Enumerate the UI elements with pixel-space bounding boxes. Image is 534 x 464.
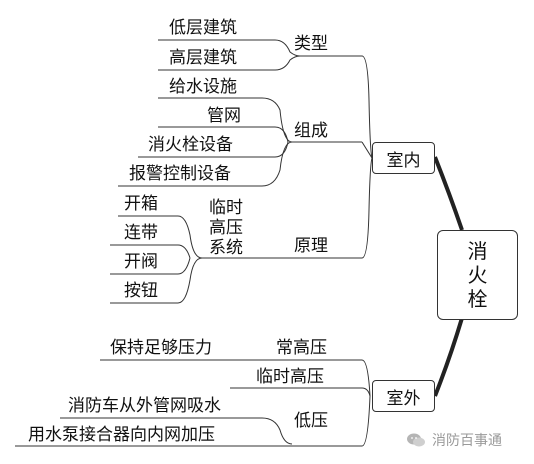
type-item-low-rise: 低层建筑: [169, 18, 237, 38]
type-item-high-rise: 高层建筑: [169, 48, 237, 68]
low-item-fire-truck: 消防车从外管网吸水: [68, 396, 221, 416]
low-pressure-label: 低压: [294, 411, 328, 431]
principle-label: 原理: [294, 236, 328, 256]
composition-item-water-supply: 给水设施: [169, 77, 237, 97]
root-label: 消火栓: [468, 239, 488, 311]
type-label: 类型: [294, 34, 328, 54]
temporary-high-label: 临时高压: [256, 367, 324, 387]
low-item-pump-adapter: 用水泵接合器向内网加压: [28, 425, 215, 445]
composition-item-hydrant-equipment: 消火栓设备: [148, 135, 233, 155]
constant-high-item: 保持足够压力: [110, 338, 212, 358]
principle-item-connect: 连带: [124, 223, 158, 243]
outdoor-node: 室外: [372, 380, 435, 412]
root-label-char: 消: [467, 239, 488, 263]
principle-sublabel-line2: 高压: [209, 218, 243, 238]
principle-item-open-valve: 开阀: [124, 252, 158, 272]
indoor-label: 室内: [386, 150, 421, 171]
composition-item-alarm-control: 报警控制设备: [129, 164, 231, 184]
root-label-char: 火: [467, 263, 488, 287]
wechat-icon: [406, 432, 426, 448]
indoor-node: 室内: [372, 142, 435, 174]
principle-sublabel-line3: 系统: [209, 238, 243, 258]
watermark: 消防百事通: [406, 430, 502, 450]
watermark-text: 消防百事通: [432, 433, 502, 449]
composition-item-pipe-network: 管网: [207, 106, 241, 126]
root-label-char: 栓: [467, 287, 488, 311]
principle-item-open-box: 开箱: [124, 194, 158, 214]
root-node: 消火栓: [437, 230, 518, 320]
outdoor-label: 室外: [386, 388, 421, 409]
composition-label: 组成: [294, 121, 328, 141]
constant-high-label: 常高压: [276, 338, 327, 358]
principle-item-button: 按钮: [124, 281, 158, 301]
principle-sublabel-line1: 临时: [209, 198, 243, 218]
